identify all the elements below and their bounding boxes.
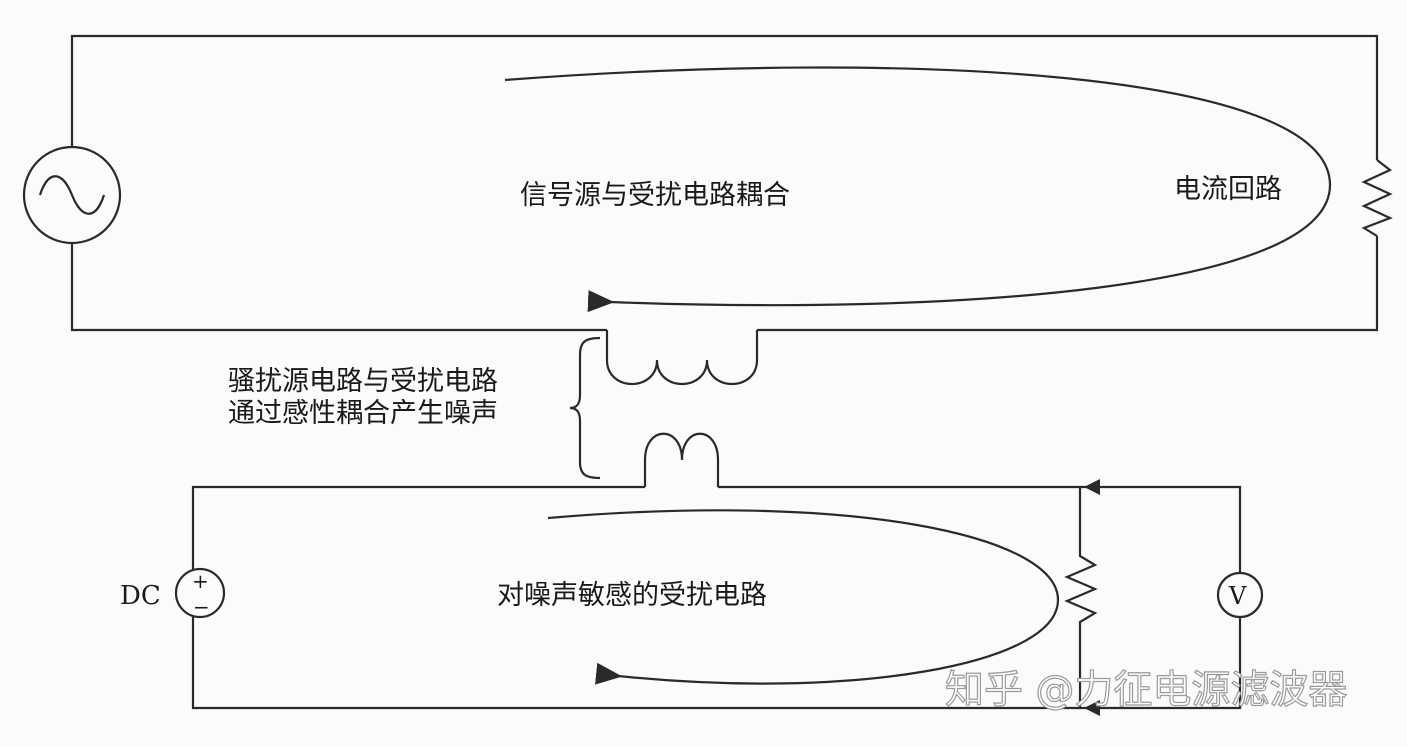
source-coil (605, 330, 759, 385)
top-loop-label: 信号源与受扰电路耦合 (520, 180, 790, 211)
coupling-label-line1: 骚扰源电路与受扰电路 (228, 366, 498, 397)
load-resistor-icon (1361, 159, 1393, 237)
voltmeter-label: V (1228, 582, 1247, 610)
coupling-label-line2: 通过感性耦合产生噪声 (228, 398, 498, 429)
current-loop-arrow (504, 66, 1332, 313)
dc-plus: + (192, 569, 209, 593)
dc-label: DC (120, 581, 161, 611)
ac-source-icon (22, 145, 122, 245)
voltmeter-icon (1216, 571, 1264, 619)
victim-circuit-wire (191, 485, 1242, 710)
current-loop-label: 电流回路 (1174, 174, 1282, 205)
branch-arrow-bottom (1084, 700, 1100, 716)
dc-source-icon (174, 567, 226, 619)
dc-minus: − (193, 595, 210, 619)
victim-coil (643, 432, 720, 487)
victim-loop-label: 对噪声敏感的受扰电路 (497, 580, 767, 611)
victim-loop-arrow (547, 509, 1060, 685)
coupling-brace (569, 336, 601, 480)
source-circuit-wire (70, 34, 1379, 332)
victim-resistor-icon (1064, 487, 1098, 708)
watermark: 知乎 @力征电源滤波器 (945, 668, 1347, 713)
branch-arrow-top (1084, 479, 1100, 495)
sine-wave-icon (38, 175, 106, 215)
